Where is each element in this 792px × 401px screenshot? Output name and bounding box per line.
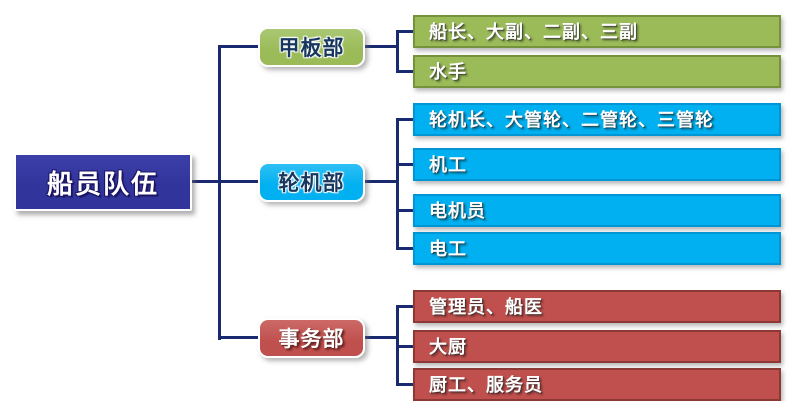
connector-engine-out: [363, 180, 399, 183]
member-node: 电工: [413, 232, 781, 265]
member-node: 机工: [413, 148, 781, 181]
dept-node-service: 事务部: [258, 318, 365, 358]
member-node: 管理员、船医: [413, 290, 781, 323]
connector-deck-out: [363, 45, 399, 48]
connector-service-member-0: [396, 305, 414, 308]
member-node: 电机员: [413, 194, 781, 227]
connector-deck-trunk: [396, 30, 399, 73]
connector-trunk-to-service: [218, 336, 260, 339]
connector-engine-trunk: [396, 118, 399, 250]
connector-engine-member-3: [396, 247, 414, 250]
member-node: 厨工、服务员: [413, 368, 781, 401]
member-node: 轮机长、大管轮、二管轮、三管轮: [413, 103, 781, 136]
connector-deck-member-0: [396, 30, 414, 33]
connector-service-member-2: [396, 383, 414, 386]
connector-root-trunk: [218, 46, 221, 340]
dept-node-deck: 甲板部: [258, 27, 365, 67]
connector-service-out: [363, 336, 399, 339]
connector-engine-member-2: [396, 209, 414, 212]
member-node: 大厨: [413, 330, 781, 363]
root-node: 船员队伍: [14, 153, 192, 211]
dept-node-engine: 轮机部: [258, 162, 365, 202]
connector-engine-member-0: [396, 118, 414, 121]
connector-trunk-to-deck: [218, 45, 260, 48]
connector-service-member-1: [396, 345, 414, 348]
dept-label-deck: 甲板部: [278, 37, 345, 60]
member-node: 船长、大副、二副、三副: [413, 15, 781, 48]
connector-engine-member-1: [396, 163, 414, 166]
member-node: 水手: [413, 55, 781, 88]
root-label: 船员队伍: [46, 168, 159, 199]
dept-label-engine: 轮机部: [278, 172, 345, 195]
connector-root-to-engine: [188, 180, 260, 183]
dept-label-service: 事务部: [278, 328, 345, 351]
connector-deck-member-1: [396, 70, 414, 73]
